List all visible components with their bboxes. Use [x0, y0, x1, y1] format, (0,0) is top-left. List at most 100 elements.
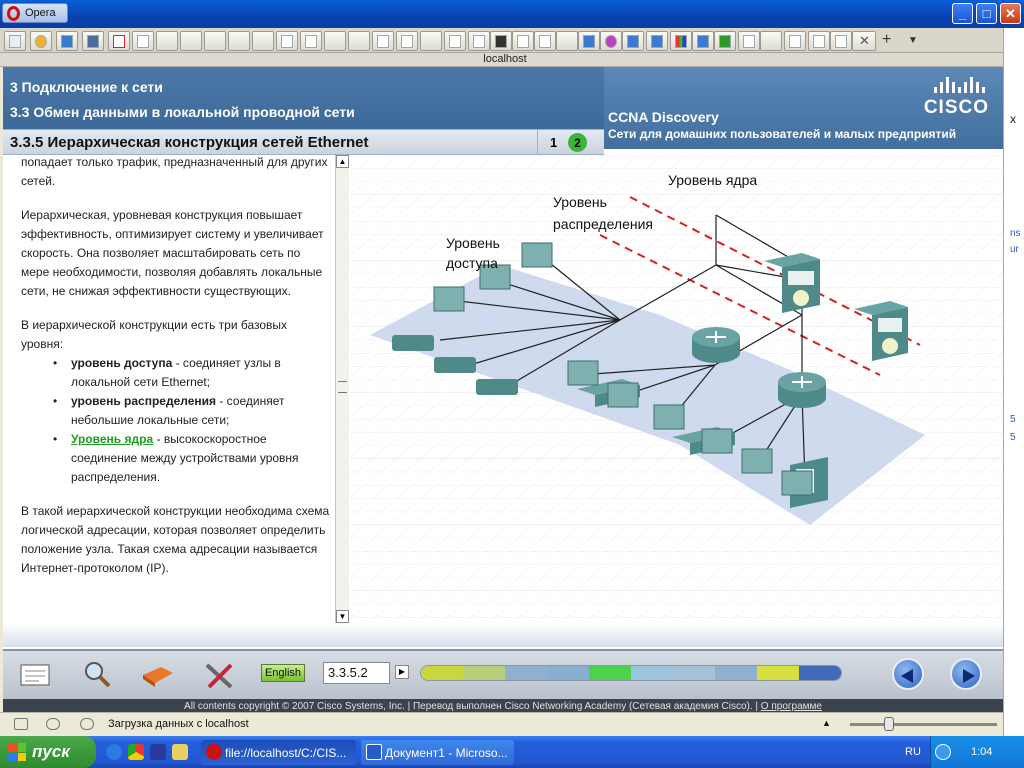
page-2-button[interactable]: 2 — [568, 133, 587, 152]
tab-page[interactable] — [808, 31, 830, 51]
progress-segment[interactable] — [421, 666, 463, 680]
tab-search[interactable] — [646, 31, 668, 51]
close-window-button[interactable]: ✕ — [1000, 3, 1021, 24]
progress-segment[interactable] — [463, 666, 505, 680]
blank-icon — [161, 35, 173, 48]
term-access: уровень доступа — [71, 356, 173, 370]
tab-web[interactable] — [600, 31, 622, 51]
ie-icon[interactable] — [106, 744, 122, 760]
tab-mail[interactable] — [4, 31, 26, 51]
language-indicator[interactable]: RU — [905, 746, 921, 758]
tab-page[interactable] — [760, 31, 782, 51]
start-button[interactable]: пуск — [0, 736, 96, 768]
speed-dial-icon[interactable] — [80, 718, 94, 730]
progress-segment[interactable] — [589, 666, 631, 680]
course-branding: CISCO CCNA Discovery Сети для домашних п… — [604, 67, 1003, 149]
tab-search[interactable] — [578, 31, 600, 51]
core-layer-link[interactable]: Уровень ядра — [71, 432, 154, 446]
tab-chart[interactable] — [670, 31, 692, 51]
course-progress-bar[interactable] — [420, 665, 842, 681]
taskbar-item-opera[interactable]: file://localhost/C:/CIS... — [201, 740, 356, 765]
zoom-slider-track[interactable] — [850, 723, 997, 726]
tab-page[interactable] — [252, 31, 274, 51]
page-number-field[interactable]: 3.3.5.2 — [323, 662, 390, 684]
zoom-slider-thumb[interactable] — [884, 717, 894, 731]
progress-segment[interactable] — [715, 666, 757, 680]
tab-page[interactable] — [348, 31, 370, 51]
tray-arrow-icon[interactable] — [935, 744, 951, 760]
scroll-down-button[interactable]: ▼ — [336, 610, 349, 623]
copyright-text: All contents copyright © 2007 Cisco Syst… — [184, 701, 761, 712]
bg-text: ur — [1010, 244, 1019, 255]
progress-segment[interactable] — [757, 666, 799, 680]
search-icon — [697, 35, 709, 48]
tab-page[interactable] — [444, 31, 466, 51]
panel-toggle-icon[interactable] — [14, 718, 28, 730]
chart-icon — [675, 35, 687, 48]
tab-page[interactable] — [300, 31, 322, 51]
course-name: CCNA Discovery — [608, 109, 719, 125]
tab-list-button[interactable]: ▼ — [908, 35, 918, 46]
maximize-button[interactable]: □ — [976, 3, 997, 24]
tab-page[interactable] — [738, 31, 760, 51]
address-bar[interactable]: localhost — [0, 53, 1010, 67]
tab-page[interactable] — [156, 31, 178, 51]
tab-page[interactable] — [534, 31, 556, 51]
tab-search[interactable] — [692, 31, 714, 51]
scroll-thumb[interactable] — [338, 381, 347, 393]
tab-page[interactable] — [228, 31, 250, 51]
progress-segment[interactable] — [799, 666, 841, 680]
folder-icon[interactable] — [172, 744, 188, 760]
opera-menu-button[interactable]: Opera — [2, 3, 68, 23]
about-link[interactable]: О программе — [760, 701, 822, 712]
tab-download[interactable] — [490, 31, 512, 51]
language-button[interactable]: English — [261, 664, 305, 682]
tab-page[interactable] — [830, 31, 852, 51]
tools-icon[interactable] — [201, 657, 239, 693]
search-icon[interactable] — [79, 657, 117, 693]
media-icon[interactable] — [150, 744, 166, 760]
tab-search[interactable] — [622, 31, 644, 51]
page-1-button[interactable]: 1 — [550, 135, 558, 150]
tab-page[interactable] — [512, 31, 534, 51]
chrome-icon[interactable] — [128, 744, 144, 760]
tab-page[interactable] — [468, 31, 490, 51]
tab-go[interactable] — [714, 31, 736, 51]
blank-icon — [185, 35, 197, 48]
zoom-menu-icon[interactable]: ▲ — [822, 718, 831, 728]
progress-segment[interactable] — [547, 666, 589, 680]
cloud-icon[interactable] — [46, 718, 60, 730]
tab-page[interactable] — [396, 31, 418, 51]
progress-segment[interactable] — [673, 666, 715, 680]
book-icon[interactable] — [139, 657, 177, 693]
text-scrollbar[interactable]: ▲ ▼ — [335, 155, 349, 623]
tab-page[interactable] — [324, 31, 346, 51]
tab-page[interactable] — [420, 31, 442, 51]
tab-opera[interactable] — [30, 31, 52, 51]
tab-page[interactable] — [556, 31, 578, 51]
progress-segment[interactable] — [505, 666, 547, 680]
scroll-up-button[interactable]: ▲ — [336, 155, 349, 168]
tab-page[interactable] — [276, 31, 298, 51]
window-controls: _ □ ✕ — [952, 3, 1021, 24]
tab-yandex[interactable] — [108, 31, 130, 51]
notes-icon[interactable] — [17, 657, 55, 693]
router — [692, 327, 740, 363]
tab-page[interactable] — [132, 31, 154, 51]
tab-page[interactable] — [784, 31, 806, 51]
tab-page[interactable] — [204, 31, 226, 51]
page-icon — [539, 35, 551, 48]
tab-search[interactable] — [56, 31, 78, 51]
previous-page-button[interactable] — [892, 658, 924, 690]
tab-page[interactable] — [180, 31, 202, 51]
new-tab-button[interactable]: + — [882, 31, 892, 48]
progress-segment[interactable] — [631, 666, 673, 680]
go-to-page-button[interactable]: ▶ — [395, 665, 409, 679]
tab-page[interactable] — [372, 31, 394, 51]
quick-launch — [106, 744, 188, 760]
tab-close-active[interactable]: ✕ — [852, 31, 876, 51]
taskbar-item-word[interactable]: Документ1 - Microso... — [361, 740, 514, 765]
minimize-button[interactable]: _ — [952, 3, 973, 24]
tab-vk[interactable] — [82, 31, 104, 51]
next-page-button[interactable] — [950, 658, 982, 690]
